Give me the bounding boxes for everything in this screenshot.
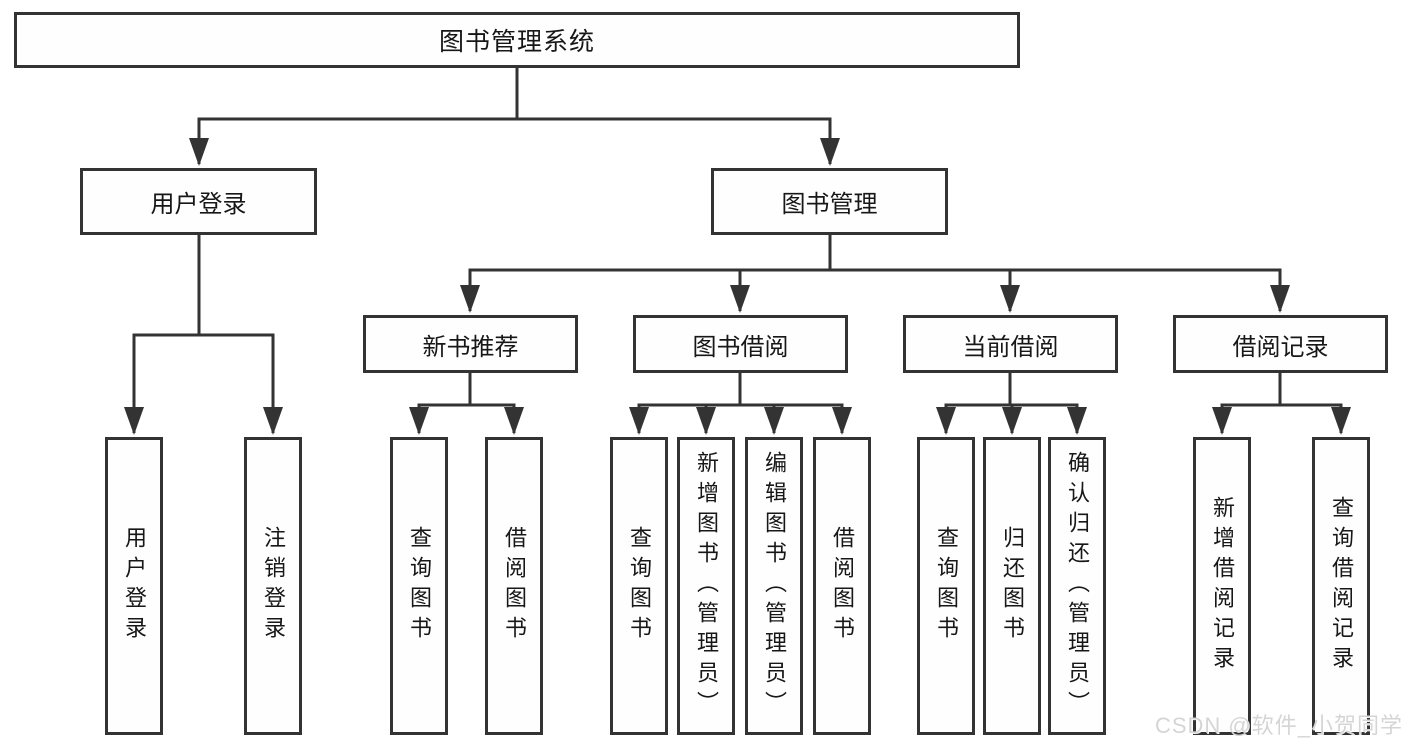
edge-book-borrowing-to-leaves	[629, 373, 852, 435]
edge-borrow-records-to-leaves	[1212, 373, 1351, 435]
node-user-login: 用户登录	[80, 168, 317, 235]
leaf-return-book: 归还图书	[983, 437, 1041, 735]
leaf-edit-book-admin: 编辑图书（管理员）	[745, 437, 803, 735]
leaf-query-books-recommend: 查询图书	[390, 437, 448, 735]
leaf-query-borrow-record: 查询借阅记录	[1312, 437, 1370, 735]
leaf-add-book-admin: 新增图书（管理员）	[677, 437, 735, 735]
node-root: 图书管理系统	[14, 12, 1020, 68]
node-current-borrowing: 当前借阅	[903, 315, 1118, 373]
leaf-add-borrow-record: 新增借阅记录	[1193, 437, 1251, 735]
leaf-logout: 注销登录	[244, 437, 302, 735]
edge-current-borrowing-to-leaves	[936, 373, 1087, 435]
leaf-borrow-books-recommend: 借阅图书	[485, 437, 543, 735]
leaf-confirm-return-admin: 确认归还（管理员）	[1048, 437, 1106, 735]
node-new-book-recommend: 新书推荐	[363, 315, 578, 373]
edge-book-management-to-level3	[460, 235, 1290, 313]
edge-user-login-to-leaves	[124, 235, 283, 435]
leaf-query-books-current: 查询图书	[917, 437, 975, 735]
leaf-query-books-borrowing: 查询图书	[610, 437, 668, 735]
edge-new-book-recommend-to-leaves	[409, 373, 524, 435]
node-book-management: 图书管理	[711, 168, 948, 235]
csdn-watermark: CSDN @软件_小贺同学	[1154, 713, 1403, 738]
edge-root-to-level2	[189, 68, 840, 166]
node-book-borrowing: 图书借阅	[633, 315, 848, 373]
leaf-user-login: 用户登录	[105, 437, 163, 735]
leaf-borrow-books-borrowing: 借阅图书	[813, 437, 871, 735]
node-borrow-records: 借阅记录	[1173, 315, 1388, 373]
